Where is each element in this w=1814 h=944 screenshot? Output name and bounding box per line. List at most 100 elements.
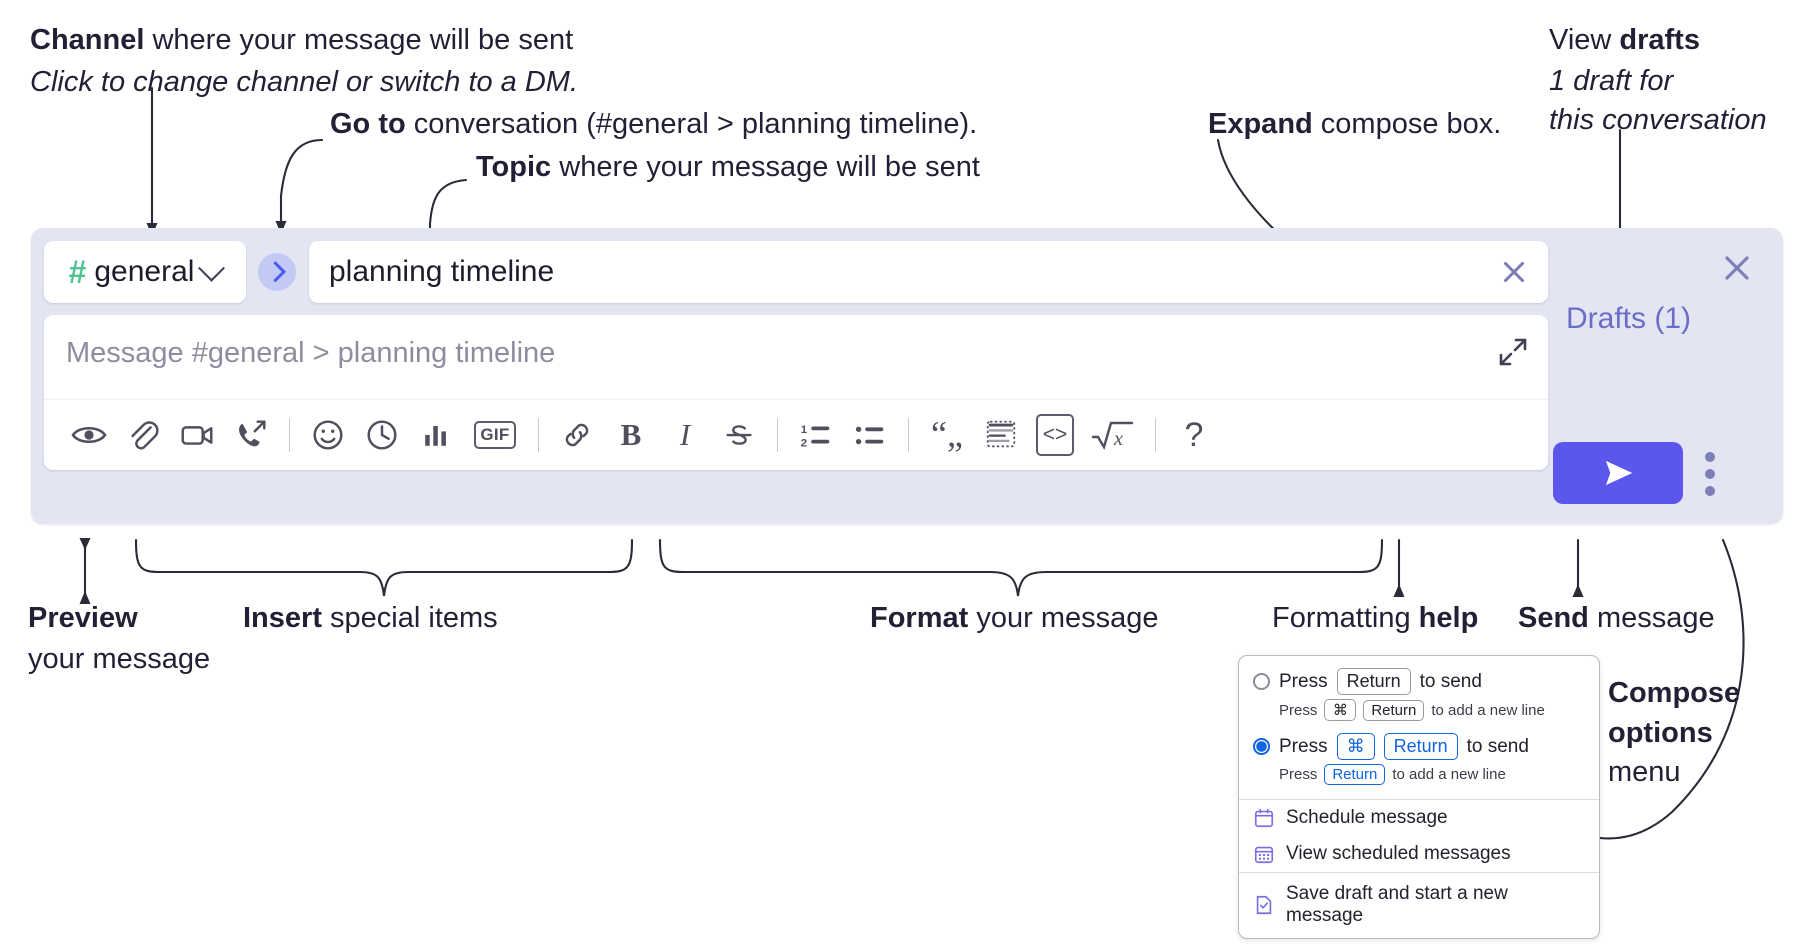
chevron-down-icon: [198, 254, 226, 282]
inline-code-glyph: <>: [1036, 414, 1074, 456]
message-box: Message #general > planning timeline: [44, 315, 1548, 470]
annotation-drafts-italic2: this conversation: [1549, 104, 1767, 137]
menu-item-save-draft[interactable]: Save draft and start a new message: [1239, 873, 1599, 938]
go-to-conversation-button[interactable]: [258, 253, 296, 291]
send-option-2-sub-suffix: to add a new line: [1392, 766, 1506, 783]
send-button[interactable]: [1553, 442, 1683, 504]
gif-label: GIF: [474, 421, 516, 449]
annotation-insert: Insert special items: [243, 600, 498, 638]
video-clip-icon[interactable]: [170, 408, 224, 462]
annotation-compose-options-line3: menu: [1608, 756, 1681, 789]
kebab-dot: [1705, 469, 1715, 479]
menu-item-view-scheduled-messages[interactable]: View scheduled messages: [1239, 836, 1599, 872]
clear-topic-icon[interactable]: [1492, 250, 1536, 294]
hash-icon: #: [68, 254, 87, 290]
toolbar-separator: [289, 418, 290, 452]
message-input[interactable]: Message #general > planning timeline: [66, 337, 556, 369]
send-option-return[interactable]: Press Return to send: [1253, 668, 1585, 695]
bold-icon[interactable]: B: [620, 417, 642, 452]
annotation-drafts-plain: View: [1549, 24, 1620, 56]
annotation-drafts-bold: drafts: [1619, 24, 1700, 56]
annotation-send: Send message: [1518, 600, 1715, 638]
send-option-cmd-return[interactable]: Press ⌘ Return to send: [1253, 733, 1585, 760]
code-block-icon[interactable]: [974, 408, 1028, 462]
kebab-dot: [1705, 452, 1715, 462]
strikethrough-icon[interactable]: [712, 408, 766, 462]
compose-options-menu: Press Return to send Press ⌘ Return to a…: [1238, 655, 1600, 939]
annotation-preview: Preview your message: [28, 600, 210, 678]
key-return: Return: [1324, 764, 1386, 785]
compose-left-column: # general planning timeline Message #gen…: [44, 241, 1548, 470]
italic-icon[interactable]: I: [679, 417, 691, 452]
annotation-channel: Channel where your message will be sent …: [30, 22, 578, 101]
kebab-dot: [1705, 486, 1715, 496]
annotation-preview-bold: Preview: [28, 602, 138, 634]
annotation-format-rest: your message: [968, 602, 1159, 634]
blockquote-icon[interactable]: “„: [931, 414, 963, 455]
annotation-compose-options: Compose options menu: [1608, 675, 1740, 792]
annotation-help-plain: Formatting: [1272, 602, 1419, 634]
annotation-formatting-help: Formatting help: [1272, 600, 1478, 638]
annotation-send-bold: Send: [1518, 602, 1589, 634]
toolbar-separator: [777, 418, 778, 452]
math-icon[interactable]: x: [1082, 408, 1144, 462]
menu-item-schedule-message[interactable]: Schedule message: [1239, 800, 1599, 836]
annotation-preview-line2: your message: [28, 642, 211, 675]
poll-icon[interactable]: [409, 408, 463, 462]
key-return: Return: [1336, 668, 1411, 695]
svg-text:2: 2: [801, 437, 807, 449]
close-icon[interactable]: [1717, 248, 1757, 288]
svg-text:x: x: [1113, 428, 1123, 450]
radio-unselected[interactable]: [1253, 673, 1270, 690]
annotation-drafts: View drafts 1 draft for this conversatio…: [1549, 22, 1767, 140]
ordered-list-icon[interactable]: 1 2: [789, 408, 843, 462]
annotation-drafts-italic1: 1 draft for: [1549, 64, 1674, 97]
gif-icon[interactable]: GIF: [463, 408, 527, 462]
send-option-1-sub-prefix: Press: [1279, 701, 1318, 719]
annotation-channel-bold: Channel: [30, 24, 145, 56]
inline-code-icon[interactable]: <>: [1028, 408, 1082, 462]
compose-panel: Drafts (1) # general planning timeline: [31, 228, 1783, 524]
annotation-topic-bold: Topic: [476, 151, 552, 183]
annotation-compose-options-line1: Compose: [1608, 677, 1741, 709]
annotation-goto-rest: conversation (#general > planning timeli…: [405, 108, 978, 140]
bulleted-list-icon[interactable]: [843, 408, 897, 462]
annotation-send-rest: message: [1588, 602, 1715, 634]
send-icon: [1605, 460, 1633, 486]
calendar-grid-icon: [1253, 843, 1275, 865]
clock-icon[interactable]: [355, 408, 409, 462]
toolbar-separator: [1155, 418, 1156, 452]
expand-compose-icon[interactable]: [1496, 335, 1530, 369]
send-option-2-sub-prefix: Press: [1279, 766, 1318, 783]
send-option-1-prefix: Press: [1279, 670, 1328, 692]
menu-item-label: Save draft and start a new message: [1286, 883, 1508, 926]
link-icon[interactable]: [550, 408, 604, 462]
help-icon[interactable]: ?: [1167, 408, 1221, 462]
menu-divider: [1239, 799, 1599, 800]
annotation-help-bold: help: [1418, 602, 1479, 634]
send-option-1-suffix: to send: [1419, 670, 1482, 692]
emoji-icon[interactable]: [301, 408, 355, 462]
channel-name: general: [94, 255, 195, 288]
send-option-2-prefix: Press: [1279, 735, 1328, 757]
send-option-2-sub: Press Return to add a new line: [1279, 764, 1585, 785]
compose-options-button[interactable]: [1693, 446, 1727, 502]
annotation-channel-italic: Click to change channel or switch to a D…: [30, 65, 579, 98]
drafts-link[interactable]: Drafts (1): [1565, 302, 1691, 335]
topic-value: planning timeline: [329, 255, 555, 288]
annotation-goto-bold: Go to: [330, 108, 406, 140]
annotation-channel-rest: where your message will be sent: [144, 24, 574, 56]
attachment-icon[interactable]: [116, 408, 170, 462]
menu-divider: [1239, 872, 1599, 873]
annotation-insert-rest: special items: [321, 602, 498, 634]
toolbar-separator: [908, 418, 909, 452]
radio-selected[interactable]: [1253, 738, 1270, 755]
preview-icon[interactable]: [62, 408, 116, 462]
annotation-expand-rest: compose box.: [1312, 108, 1502, 140]
topic-field[interactable]: planning timeline: [309, 241, 1548, 303]
audio-clip-icon[interactable]: [224, 408, 278, 462]
channel-selector[interactable]: # general: [44, 241, 246, 303]
annotation-insert-bold: Insert: [243, 602, 322, 634]
annotation-expand: Expand compose box.: [1208, 106, 1501, 144]
formatting-toolbar: GIF B I: [44, 399, 1548, 470]
